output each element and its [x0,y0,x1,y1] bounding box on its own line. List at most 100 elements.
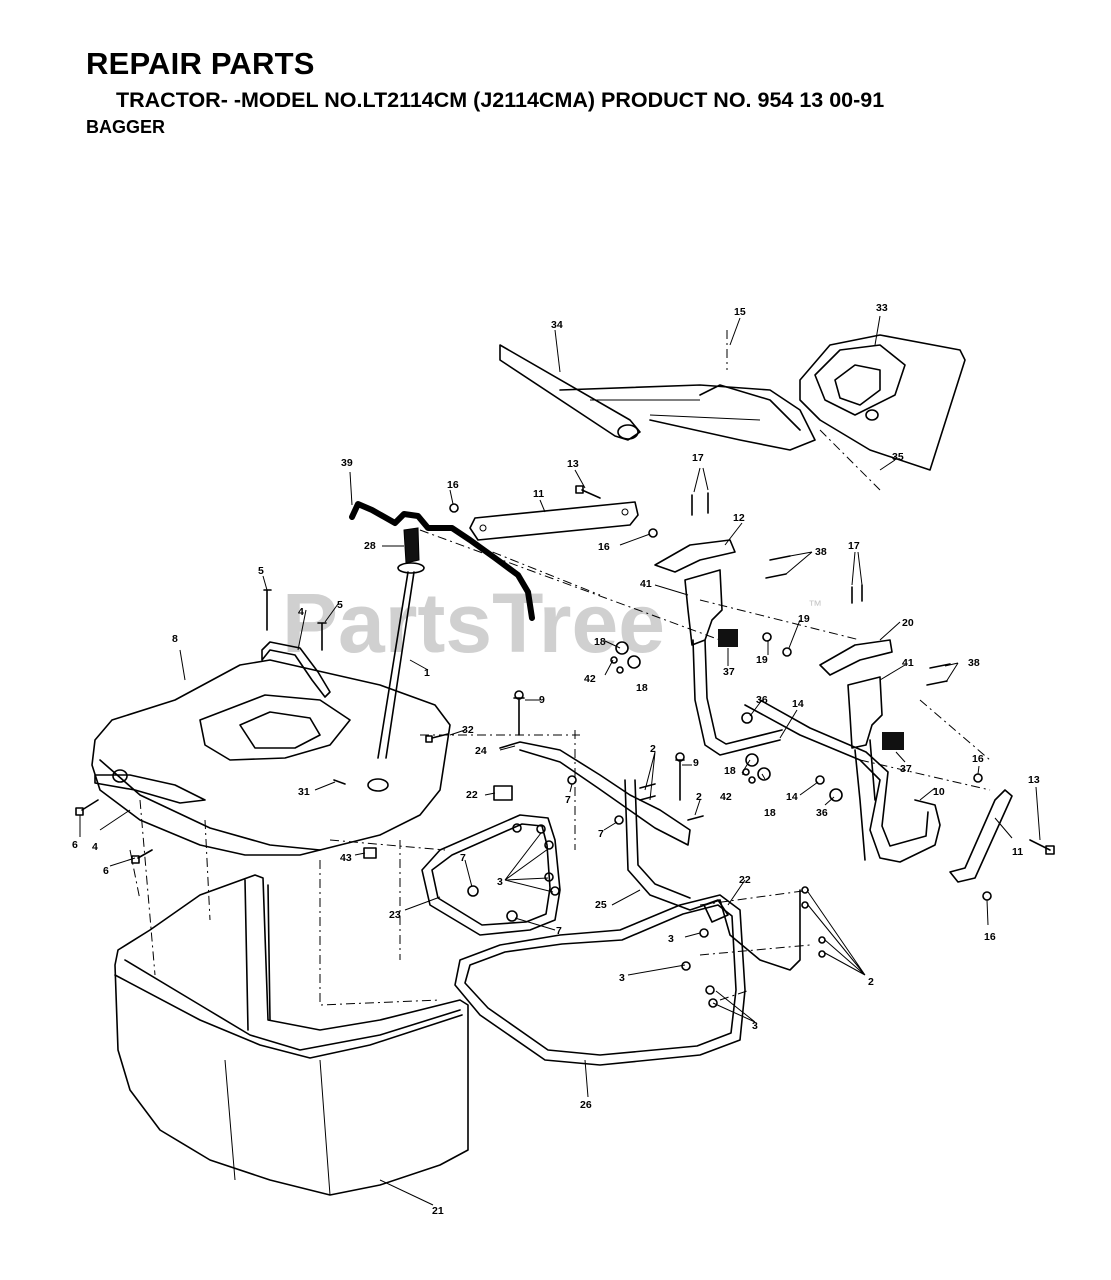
callout-2c: 2 [868,976,874,988]
callout-39: 39 [341,457,353,469]
callout-3d: 3 [752,1020,758,1032]
callout-13b: 13 [1028,774,1040,786]
grass-bag-part-21 [114,874,469,1196]
callout-35: 35 [892,451,904,463]
callout-14a: 14 [792,698,804,710]
model-subtitle: TRACTOR- -MODEL NO.LT2114CM (J2114CMA) P… [116,88,885,112]
callout-41b: 41 [902,657,914,669]
bent-rod-part-39 [349,501,535,621]
chute-adapter-part-33 [799,334,966,471]
callout-1: 1 [424,667,430,679]
callout-17b: 17 [848,540,860,552]
callout-24: 24 [475,745,487,757]
callout-3b: 3 [668,933,674,945]
callout-9b: 9 [693,757,699,769]
callout-7b: 7 [598,828,604,840]
callout-4a: 4 [298,606,304,618]
pad-part-37 [718,629,738,647]
callout-33: 33 [876,302,888,314]
callout-21: 21 [432,1205,444,1217]
callout-7d: 7 [556,925,562,937]
callout-18a: 18 [594,636,606,648]
callout-18d: 18 [764,807,776,819]
callout-22b: 22 [739,874,751,886]
washers [610,632,843,802]
lever-part-1 [377,571,415,759]
callout-11b: 11 [1012,846,1023,858]
frame-part-23 [421,814,561,936]
callout-41a: 41 [640,578,652,590]
callout-36a: 36 [756,694,768,706]
callout-34: 34 [551,319,563,331]
callout-5a: 5 [258,565,264,577]
bolt-part-5 [263,589,327,651]
callout-12: 12 [733,512,745,524]
callout-labels: 34 15 33 35 39 13 16 11 17 12 28 16 38 1… [72,302,1040,1217]
callout-31: 31 [298,786,310,798]
watermark-text: PartsTree [282,576,665,670]
callout-5b: 5 [337,599,343,611]
hinge-part-4 [94,641,331,804]
page-title: REPAIR PARTS [86,46,315,81]
callout-3a: 3 [497,876,503,888]
callout-18b: 18 [636,682,648,694]
bolts-misc [449,485,1055,901]
section-label: BAGGER [86,117,166,137]
support-frame-part-10 [692,639,941,863]
callout-6b: 6 [103,865,109,877]
callout-7a: 7 [565,794,571,806]
callout-16b: 16 [598,541,610,553]
callout-25: 25 [595,899,607,911]
callout-2a: 2 [650,743,656,755]
bracket-part-12 [654,539,736,573]
bolt-part-6 [75,799,153,864]
callout-2b: 2 [696,791,702,803]
callout-18c: 18 [724,765,736,777]
hitch-bar-part-34 [499,344,816,451]
frame-part-26 [454,894,746,1066]
watermark-trademark: ™ [808,597,822,613]
callout-9a: 9 [539,694,545,706]
callout-10: 10 [933,786,945,798]
handle-part-28 [397,527,425,574]
frame-part-25 [624,779,801,971]
bagger-lid-part-8 [91,659,451,856]
callout-7c: 7 [460,852,466,864]
latch-part-41 [684,569,883,749]
callout-36b: 36 [816,807,828,819]
callout-11a: 11 [533,488,544,500]
callout-23: 23 [389,909,401,921]
bracket-part-20 [819,639,893,676]
bracket-part-11 [469,501,1013,883]
callout-37a: 37 [723,666,735,678]
watermark: PartsTree ™ [282,576,822,670]
callout-15: 15 [734,306,746,318]
rod-part-35 [819,429,881,491]
small-hardware [333,690,685,859]
callout-16c: 16 [972,753,984,765]
callout-14b: 14 [786,791,798,803]
callout-4b: 4 [92,841,98,853]
callout-38a: 38 [815,546,827,558]
callout-43: 43 [340,852,352,864]
callout-19b: 19 [756,654,768,666]
callout-8: 8 [172,633,178,645]
callout-13a: 13 [567,458,579,470]
callout-28: 28 [364,540,376,552]
callout-38b: 38 [968,657,980,669]
callout-16d: 16 [984,931,996,943]
callout-16a: 16 [447,479,459,491]
callout-37b: 37 [900,763,912,775]
callout-32: 32 [462,724,474,736]
callout-6a: 6 [72,839,78,851]
callout-26: 26 [580,1099,592,1111]
callout-22a: 22 [466,789,478,801]
pad-part-37b [882,732,904,750]
callout-20: 20 [902,617,914,629]
callout-42a: 42 [584,673,596,685]
leader-lines [79,315,1041,1206]
callout-19a: 19 [798,613,810,625]
callout-3c: 3 [619,972,625,984]
frame-part-24 [499,741,691,846]
